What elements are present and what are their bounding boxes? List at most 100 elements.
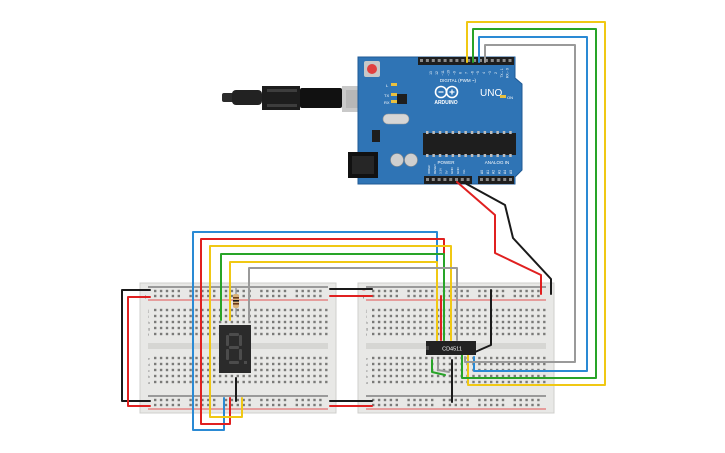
rail-hole[interactable] (272, 398, 275, 402)
terminal-hole[interactable] (507, 374, 511, 378)
terminal-hole[interactable] (513, 308, 516, 312)
terminal-hole[interactable] (401, 320, 404, 324)
rail-hole[interactable] (171, 294, 175, 298)
terminal-hole[interactable] (213, 326, 216, 330)
terminal-hole[interactable] (537, 326, 540, 330)
rail-hole[interactable] (277, 289, 281, 293)
terminal-hole[interactable] (495, 374, 499, 378)
terminal-hole[interactable] (431, 332, 434, 336)
terminal-hole[interactable] (177, 368, 180, 372)
terminal-hole[interactable] (419, 374, 422, 378)
terminal-hole[interactable] (372, 314, 375, 318)
terminal-hole[interactable] (495, 356, 499, 360)
rail-hole[interactable] (272, 289, 275, 293)
terminal-hole[interactable] (543, 326, 546, 330)
rail-hole[interactable] (531, 294, 534, 298)
terminal-hole[interactable] (301, 332, 304, 336)
terminal-hole[interactable] (377, 374, 381, 378)
rail-hole[interactable] (195, 403, 198, 407)
terminal-hole[interactable] (525, 356, 528, 360)
terminal-hole[interactable] (254, 332, 257, 336)
terminal-hole[interactable] (213, 374, 216, 378)
terminal-hole[interactable] (289, 332, 293, 336)
terminal-hole[interactable] (454, 326, 457, 330)
terminal-hole[interactable] (543, 308, 546, 312)
terminal-hole[interactable] (490, 362, 493, 366)
terminal-hole[interactable] (531, 332, 534, 336)
terminal-hole[interactable] (431, 326, 434, 330)
terminal-hole[interactable] (177, 308, 180, 312)
rail-hole[interactable] (372, 294, 375, 298)
terminal-hole[interactable] (266, 368, 269, 372)
terminal-hole[interactable] (266, 356, 269, 360)
terminal-hole[interactable] (407, 314, 410, 318)
terminal-hole[interactable] (490, 374, 493, 378)
terminal-hole[interactable] (454, 308, 457, 312)
wire-green-seg[interactable] (220, 253, 445, 341)
terminal-hole[interactable] (165, 326, 169, 330)
terminal-hole[interactable] (283, 308, 287, 312)
rail-hole[interactable] (478, 294, 481, 298)
terminal-hole[interactable] (195, 332, 198, 336)
rail-hole[interactable] (407, 294, 410, 298)
terminal-hole[interactable] (189, 308, 192, 312)
terminal-hole[interactable] (537, 332, 540, 336)
rail-hole[interactable] (448, 294, 452, 298)
terminal-hole[interactable] (372, 332, 375, 336)
terminal-hole[interactable] (325, 326, 328, 330)
terminal-hole[interactable] (224, 308, 228, 312)
terminal-hole[interactable] (389, 320, 393, 324)
terminal-hole[interactable] (519, 362, 522, 366)
terminal-hole[interactable] (307, 320, 310, 324)
terminal-hole[interactable] (171, 320, 175, 324)
rail-hole[interactable] (419, 294, 422, 298)
power-header[interactable] (424, 176, 472, 184)
terminal-hole[interactable] (431, 320, 434, 324)
rail-hole[interactable] (230, 403, 234, 407)
terminal-hole[interactable] (242, 308, 245, 312)
analog-pin-hole[interactable] (491, 178, 495, 181)
terminal-hole[interactable] (537, 308, 540, 312)
rail-hole[interactable] (372, 289, 375, 293)
terminal-hole[interactable] (507, 308, 511, 312)
terminal-hole[interactable] (301, 356, 304, 360)
terminal-hole[interactable] (171, 368, 175, 372)
terminal-hole[interactable] (372, 320, 375, 324)
terminal-hole[interactable] (266, 308, 269, 312)
terminal-hole[interactable] (448, 308, 452, 312)
terminal-hole[interactable] (295, 362, 298, 366)
analog-header[interactable] (478, 176, 514, 184)
terminal-hole[interactable] (401, 380, 404, 384)
terminal-hole[interactable] (454, 314, 457, 318)
terminal-hole[interactable] (495, 320, 499, 324)
power-pin-hole[interactable] (455, 178, 458, 181)
terminal-hole[interactable] (277, 374, 281, 378)
rail-hole[interactable] (513, 403, 516, 407)
rail-hole[interactable] (513, 289, 516, 293)
rail-hole[interactable] (460, 403, 463, 407)
power-pin-hole[interactable] (466, 178, 470, 181)
rail-hole[interactable] (425, 403, 428, 407)
terminal-hole[interactable] (537, 380, 540, 384)
terminal-hole[interactable] (383, 374, 387, 378)
rail-hole[interactable] (407, 398, 410, 402)
terminal-hole[interactable] (478, 374, 481, 378)
terminal-hole[interactable] (537, 356, 540, 360)
rail-hole[interactable] (525, 403, 528, 407)
rail-hole[interactable] (501, 403, 505, 407)
rail-hole[interactable] (260, 289, 263, 293)
terminal-hole[interactable] (395, 308, 398, 312)
terminal-hole[interactable] (301, 308, 304, 312)
rail-hole[interactable] (484, 289, 487, 293)
terminal-hole[interactable] (289, 380, 293, 384)
terminal-hole[interactable] (283, 314, 287, 318)
rail-hole[interactable] (448, 403, 452, 407)
terminal-hole[interactable] (277, 308, 281, 312)
terminal-hole[interactable] (289, 374, 293, 378)
terminal-hole[interactable] (460, 380, 463, 384)
terminal-hole[interactable] (460, 320, 463, 324)
cd4511-chip[interactable]: CD4511 (426, 341, 476, 355)
terminal-hole[interactable] (201, 380, 204, 384)
terminal-hole[interactable] (213, 362, 216, 366)
terminal-hole[interactable] (189, 374, 192, 378)
